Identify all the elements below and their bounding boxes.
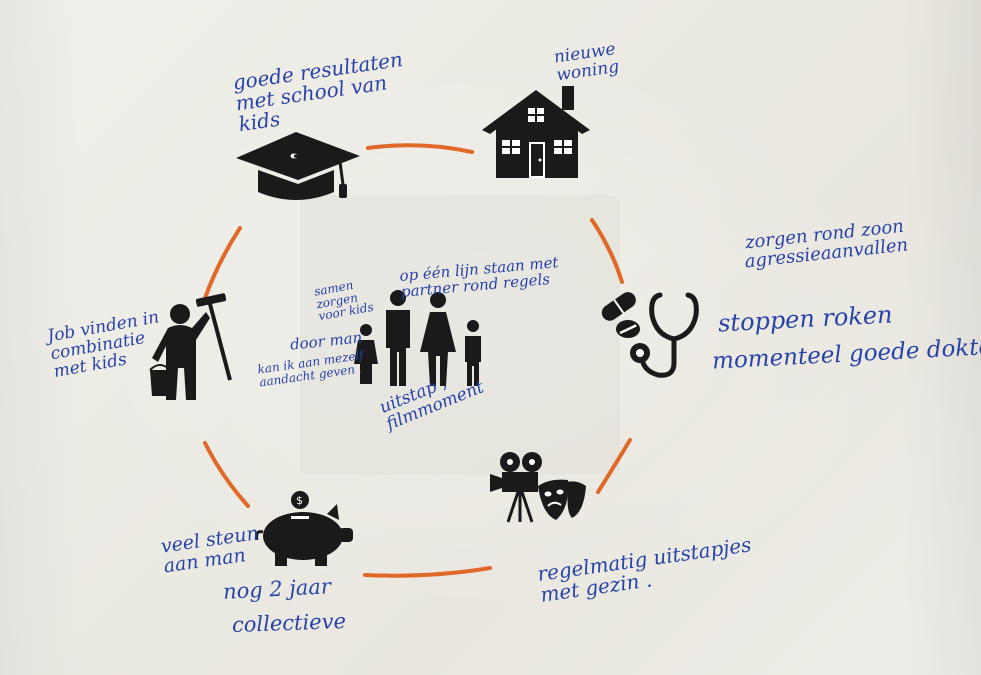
note-money-collective: collectieve (231, 609, 347, 637)
family-icon (354, 290, 481, 386)
arc-house-health (590, 218, 624, 284)
arc-outings-money (363, 566, 492, 578)
arc-health-outings (596, 438, 632, 494)
house-icon (482, 86, 590, 178)
pills-stethoscope-icon (601, 292, 699, 378)
arc-job-school (203, 226, 242, 300)
center-shadow (300, 195, 620, 475)
film-theater-icon (490, 452, 586, 523)
note-money-years: nog 2 jaar (222, 574, 332, 604)
arc-money-job (203, 441, 250, 508)
piggy-bank-icon: $ (255, 491, 353, 566)
svg-text:$: $ (296, 494, 303, 507)
graduation-cap-icon (236, 132, 360, 200)
arc-school-house (366, 143, 474, 154)
painter-worker-icon (149, 293, 232, 400)
